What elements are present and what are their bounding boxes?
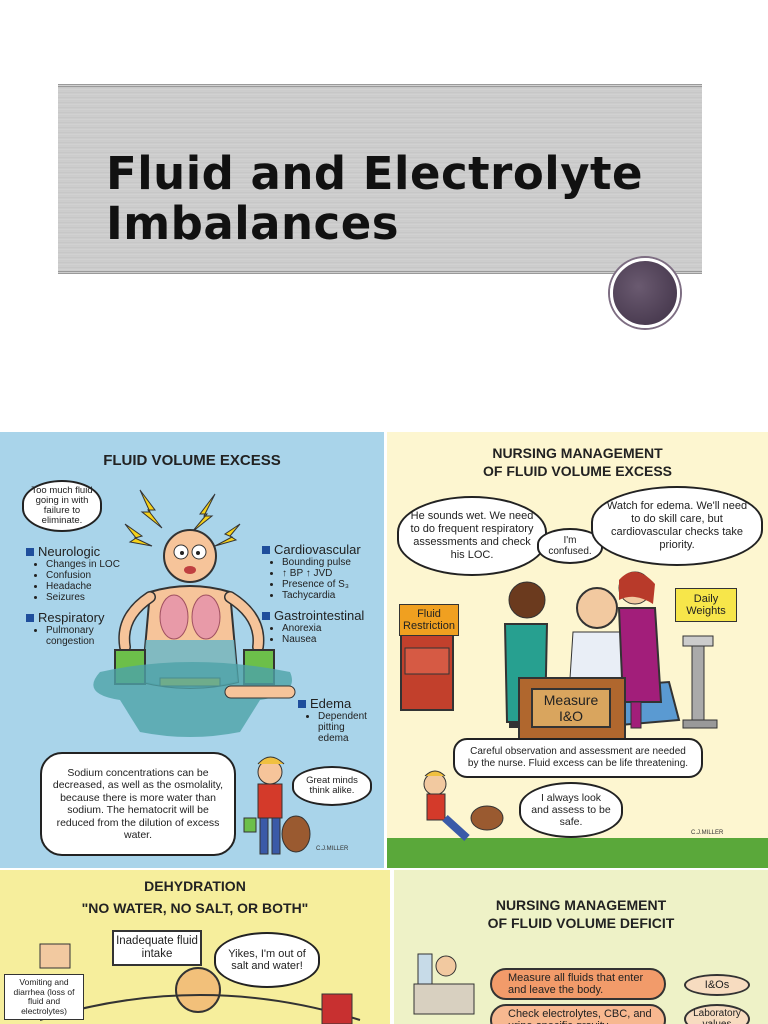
panel-mgmt-volume-deficit: NURSING MANAGEMENT OF FLUID VOLUME DEFIC… [394,870,768,1024]
note-careful-observation: Careful observation and assessment are n… [453,738,703,778]
signature: C.J.MILLER [316,846,349,852]
label-vomiting: Vomiting and diarrhea (loss of fluid and… [4,974,84,1020]
bullet-square-icon [298,699,306,708]
title-line-2: OF FLUID VOLUME EXCESS [482,463,672,479]
speech-bubble-yikes: Yikes, I'm out of salt and water! [214,932,320,988]
speech-bubble-watch-for-edema: Watch for edema. We'll need to do skill … [591,486,763,566]
bullet-square-icon [262,611,270,620]
note-sodium: Sodium concentrations can be decreased, … [40,752,236,856]
list-item: Headache [46,581,120,592]
list-item: Bounding pulse [282,557,361,568]
list-item: Dependent pitting edema [318,711,378,744]
panel-mgmt-volume-excess: NURSING MANAGEMENT OF FLUID VOLUME EXCES… [387,432,768,868]
label-measure-fluids: Measure all fluids that enter and leave … [490,968,666,1000]
list-item: Anorexia [282,623,364,634]
section-edema: Edema Dependent pitting edema [298,696,378,744]
label-inadequate-intake: Inadequate fluid intake [112,930,202,966]
section-cardiovascular: Cardiovascular Bounding pulse ↑ BP ↑ JVD… [262,542,361,601]
section-head: Edema [310,696,352,711]
list-item: Nausea [282,634,364,645]
panel-title: FLUID VOLUME EXCESS [103,452,281,469]
deficit-illustration [413,953,475,1015]
list-item: ↑ BP ↑ JVD [282,568,361,579]
panel-title: NURSING MANAGEMENT OF FLUID VOLUME EXCES… [387,444,768,480]
title-line-1: Fluid and Electrolyte [106,147,644,200]
section-neurologic: Neurologic Changes in LOC Confusion Head… [26,544,120,603]
section-head: Gastrointestinal [274,608,365,623]
label-lab-values: Laboratory values [684,1004,750,1024]
section-head: Neurologic [38,544,101,559]
label-fluid-restriction: Fluid Restriction [399,604,459,636]
bullet-square-icon [26,547,34,556]
list-item: Pulmonary [46,625,104,636]
title-line-1: NURSING MANAGEMENT [492,445,663,461]
slide-title: Fluid and Electrolyte Imbalances [106,149,643,249]
speech-bubble-too-much: Too much fluid going in with failure to … [22,480,102,532]
section-head: Cardiovascular [274,542,361,557]
section-respiratory: Respiratory Pulmonary congestion [26,610,104,647]
speech-bubble-great-minds: Great minds think alike. [292,766,372,806]
panel-fluid-volume-excess: FLUID VOLUME EXCESS Too much fluid going… [0,432,384,868]
list-item: congestion [46,636,95,647]
decorative-circle [610,258,680,328]
panel-subtitle: "NO WATER, NO SALT, OR BOTH" [81,900,309,916]
list-item: Changes in LOC [46,559,120,570]
list-item: Seizures [46,592,120,603]
list-item: Tachycardia [282,590,361,601]
bullet-square-icon [26,613,34,622]
label-check-electrolytes: Check electrolytes, CBC, and urine-speci… [490,1004,666,1024]
panel-title: NURSING MANAGEMENT OF FLUID VOLUME DEFIC… [394,896,768,932]
section-head: Respiratory [38,610,105,625]
section-gastrointestinal: Gastrointestinal Anorexia Nausea [262,608,364,645]
title-banner: Fluid and Electrolyte Imbalances [58,84,702,274]
title-line-1: NURSING MANAGEMENT [495,897,667,913]
label-measure-io: Measure I&O [531,688,611,728]
panel-title: DEHYDRATION [144,878,246,894]
label-ios: I&Os [684,974,750,996]
speech-bubble-he-sounds-wet: He sounds wet. We need to do frequent re… [397,496,547,576]
title-line-2: OF FLUID VOLUME DEFICIT [487,915,675,931]
list-item: Confusion [46,570,120,581]
speech-bubble-always: I always look and assess to be safe. [519,782,623,838]
bullet-square-icon [262,545,270,554]
title-line-2: Imbalances [106,197,400,250]
signature: C.J.MILLER [691,830,724,836]
list-item: Presence of S₃ [282,579,361,590]
dehydration-illustration [39,943,361,1024]
patient-illustration [93,489,311,855]
label-daily-weights: Daily Weights [675,588,737,622]
panel-dehydration: DEHYDRATION "NO WATER, NO SALT, OR BOTH"… [0,870,390,1024]
